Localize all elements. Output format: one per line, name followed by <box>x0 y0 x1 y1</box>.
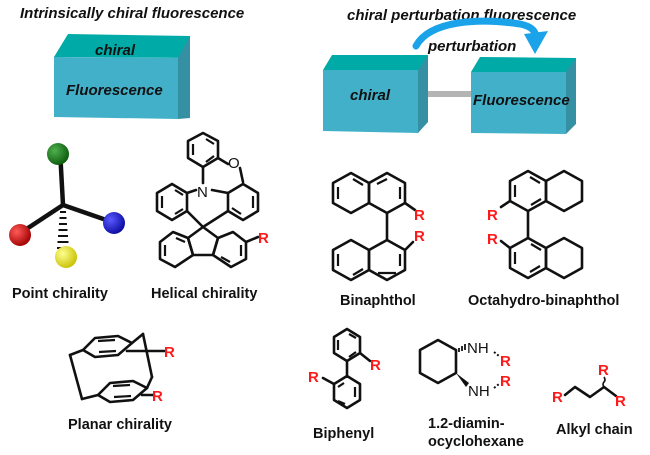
r-group: R <box>370 357 381 374</box>
hashed-bond <box>57 211 69 249</box>
r-group: R <box>414 207 425 224</box>
intrinsic-box: chiral Fluorescence <box>54 34 190 119</box>
caption-planar-chirality: Planar chirality <box>68 417 172 433</box>
red-ball-icon <box>9 224 31 246</box>
yellow-ball-icon <box>55 246 77 268</box>
r-group: R <box>615 393 626 410</box>
perturbation-title: chiral perturbation fluorescence <box>347 7 576 24</box>
diaminocyclohexane-structure: NH R NH R <box>418 338 511 400</box>
perturbation-diagram: chiral Fluorescence perturbation <box>323 17 576 134</box>
r-group: R <box>414 228 425 245</box>
left-box-front <box>323 70 418 133</box>
caption-octahydro-binaphthol: Octahydro-binaphthol <box>468 293 619 309</box>
octahydro-binaphthol-structure: R R <box>487 169 584 280</box>
r-group: R <box>500 373 511 390</box>
box-front-face <box>54 57 178 119</box>
r-group: R <box>552 389 563 406</box>
linker-bar <box>428 91 472 97</box>
right-box-side <box>566 58 576 134</box>
green-ball-icon <box>47 143 69 165</box>
alkyl-chain-structure: R R R <box>552 362 626 410</box>
caption-diamine-line2: ocyclohexane <box>428 434 524 450</box>
arrow-head-icon <box>524 31 548 54</box>
wavy-bond <box>602 376 606 388</box>
perturbation-arrow <box>412 17 540 50</box>
box-front-label: Fluorescence <box>66 82 163 99</box>
caption-binaphthol: Binaphthol <box>340 293 416 309</box>
caption-point-chirality: Point chirality <box>12 286 108 302</box>
box-top-label: chiral <box>95 42 136 59</box>
planar-chirality-structure: R R <box>68 332 175 405</box>
arrow-label: perturbation <box>427 38 516 55</box>
hashed-wedge <box>458 344 466 352</box>
r-group: R <box>487 231 498 248</box>
box-top-face <box>54 34 190 58</box>
r-group: R <box>258 230 269 247</box>
r-group: R <box>308 369 319 386</box>
r-group: R <box>487 207 498 224</box>
oxygen-atom: O <box>228 155 240 172</box>
caption-helical-chirality: Helical chirality <box>151 286 257 302</box>
nh-lower: NH <box>468 383 490 400</box>
caption-biphenyl: Biphenyl <box>313 426 374 442</box>
intrinsic-title: Intrinsically chiral fluorescence <box>20 5 244 22</box>
caption-diamine-line1: 1.2-diamin- <box>428 416 505 432</box>
point-chirality-structure <box>9 143 125 268</box>
nitrogen-atom: N <box>197 184 208 201</box>
blue-ball-icon <box>103 212 125 234</box>
r-group: R <box>598 362 609 379</box>
left-box-top <box>323 55 428 70</box>
left-box-label: chiral <box>350 87 391 104</box>
nh-upper: NH <box>467 340 489 357</box>
biphenyl-structure: R R <box>308 327 381 410</box>
r-group: R <box>164 344 175 361</box>
r-group: R <box>152 388 163 405</box>
right-box-front <box>471 72 566 134</box>
right-box-top <box>471 57 576 72</box>
left-box-side <box>418 55 428 133</box>
solid-wedge <box>456 373 469 387</box>
caption-alkyl-chain: Alkyl chain <box>556 422 633 438</box>
binaphthol-structure: R R <box>331 171 425 282</box>
helical-chirality-structure: O N R <box>155 131 269 269</box>
r-group: R <box>500 353 511 370</box>
right-box-label: Fluorescence <box>473 92 570 109</box>
